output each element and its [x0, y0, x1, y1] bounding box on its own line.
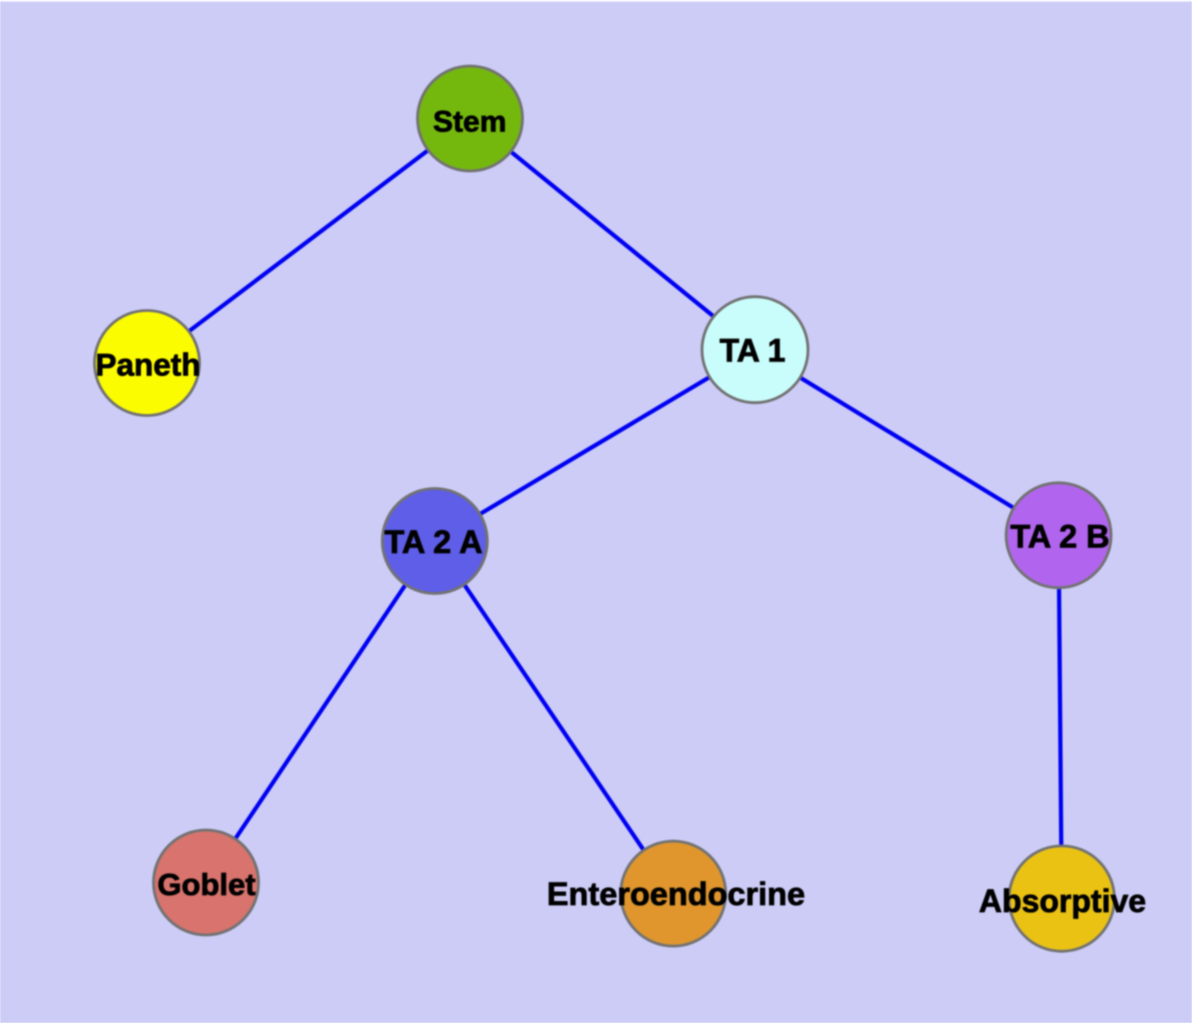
svg-text:TA 2 A: TA 2 A	[384, 524, 482, 560]
svg-text:Enteroendocrine: Enteroendocrine	[547, 876, 805, 912]
svg-text:Goblet: Goblet	[157, 867, 255, 902]
svg-text:TA 1: TA 1	[720, 333, 786, 369]
svg-text:Stem: Stem	[433, 105, 506, 138]
svg-text:Absorptive: Absorptive	[979, 883, 1146, 919]
svg-text:TA 2 B: TA 2 B	[1010, 519, 1109, 555]
svg-text:Paneth: Paneth	[95, 347, 200, 383]
